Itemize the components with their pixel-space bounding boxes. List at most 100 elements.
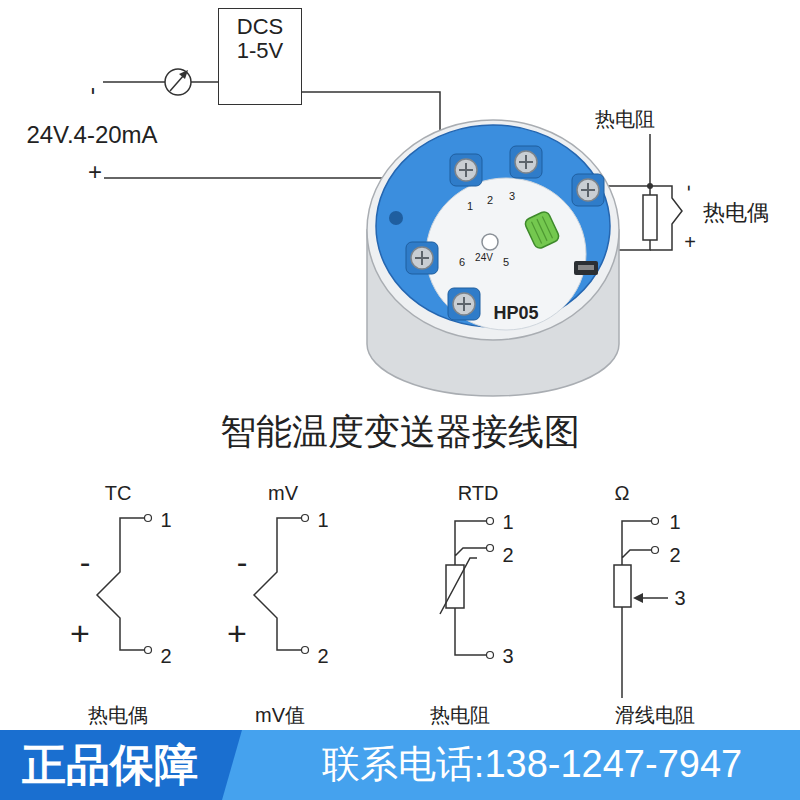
diagram-caption: 滑线电阻 (615, 705, 695, 725)
pin-number: 1 (669, 512, 680, 532)
terminal-number: 2 (487, 195, 493, 206)
signal-wire (302, 92, 440, 130)
rtd-wires (455, 521, 487, 655)
badge-fill (0, 730, 242, 800)
knob-body (523, 210, 560, 250)
wiper-line (641, 597, 668, 599)
terminal-number: 5 (503, 257, 509, 268)
pin-number: 3 (502, 646, 513, 666)
polarity-sign: + (88, 160, 102, 184)
polarity-sign: - (680, 185, 700, 192)
resistor-symbol (614, 565, 631, 607)
sensor-type-tag: Ω (615, 483, 630, 503)
mounting-hole (389, 211, 403, 225)
sensor-label: 热电偶 (703, 202, 769, 224)
usb-port (574, 261, 598, 275)
terminal-pocket (448, 288, 480, 320)
dcs-box: DCS1-5V (218, 8, 302, 105)
terminal-screw (572, 174, 604, 206)
terminal-screw (510, 146, 542, 178)
polarity-sign: - (80, 546, 91, 578)
terminal-screw (450, 154, 482, 186)
terminal-pocket (450, 154, 482, 186)
junction-dot (647, 183, 653, 189)
pin-number: 2 (502, 545, 513, 565)
rtd-slash (440, 558, 477, 614)
polarity-sign: - (237, 546, 248, 578)
terminal-number: 6 (459, 257, 465, 268)
sensor-label: 热电阻 (595, 109, 655, 129)
sensor-type-tag: mV (268, 483, 298, 503)
pin-circles (145, 515, 659, 659)
mv-source-symbol (254, 518, 302, 650)
pin-number: 3 (674, 588, 685, 608)
diagram-caption: 热电偶 (88, 705, 148, 725)
terminal-number: 3 (509, 191, 515, 202)
diagram-caption: 热电阻 (430, 705, 490, 725)
pin-number: 1 (502, 512, 513, 532)
terminal-screw (406, 242, 438, 274)
polarity-sign: + (684, 232, 696, 252)
pin-circle (487, 518, 494, 525)
terminal-pocket (510, 146, 542, 178)
pin-circle (487, 545, 494, 552)
input-type-diagrams (97, 518, 668, 698)
pin-circle (145, 515, 152, 522)
terminal-screw (448, 288, 480, 320)
model-label: HP05 (493, 304, 538, 324)
guarantee-badge: 正品保障 (0, 730, 250, 800)
diagram-title: 智能温度变送器接线图 (220, 414, 580, 450)
transmitter-head: HP05 (366, 118, 620, 398)
knob-ridges (531, 217, 552, 244)
ammeter-needle (170, 75, 184, 91)
slide-resistor-wires (622, 521, 652, 698)
pin-circle (302, 515, 309, 522)
ammeter-needle-head (179, 70, 188, 79)
meter-wire (191, 81, 218, 83)
screw-head (455, 159, 477, 181)
polarity-sign: + (227, 616, 247, 650)
terminal-pocket (406, 242, 438, 274)
pin-number: 2 (160, 646, 171, 666)
dcs-text: 1-5V (237, 39, 283, 63)
resistor-symbol (446, 565, 464, 608)
positive-wire (104, 177, 384, 179)
pin-circle (652, 547, 659, 554)
screw-slot (457, 297, 471, 311)
screw-head (411, 247, 433, 269)
contact-text: 联系电话:138-1247-7947 (322, 744, 742, 786)
polarity-sign: - (83, 87, 107, 95)
screw-slot (581, 183, 595, 197)
pin-circle (652, 518, 659, 525)
screw-slot (459, 163, 473, 177)
wiper-arrow (633, 593, 643, 603)
badge-text: 正品保障 (22, 741, 198, 789)
pin-circle (487, 652, 494, 659)
negative-wire (103, 81, 165, 83)
screw-slot (519, 155, 533, 169)
diagram-caption: mV值 (255, 705, 305, 725)
usb-tongue (578, 265, 594, 270)
transmitter-body (366, 118, 620, 398)
dcs-text: DCS (237, 15, 283, 39)
screw-head (515, 151, 537, 173)
pin-number: 2 (669, 545, 680, 565)
pin-number: 1 (317, 510, 328, 530)
terminal-pocket (572, 174, 604, 206)
pin-number: 2 (317, 646, 328, 666)
screw-slot (415, 251, 429, 265)
pin-circle (302, 647, 309, 654)
screw-head (577, 179, 599, 201)
sensor-type-tag: RTD (458, 483, 499, 503)
resistor-symbol (643, 195, 657, 240)
terminal-number: 1 (467, 201, 473, 212)
supply-marking: 24V (475, 253, 493, 263)
pin-number: 1 (160, 510, 171, 530)
screw-head (453, 293, 475, 315)
ammeter-symbol (165, 69, 191, 95)
pin-circle (145, 647, 152, 654)
label-plate (426, 178, 586, 330)
polarity-sign: + (70, 616, 90, 650)
housing-rim (367, 120, 619, 340)
